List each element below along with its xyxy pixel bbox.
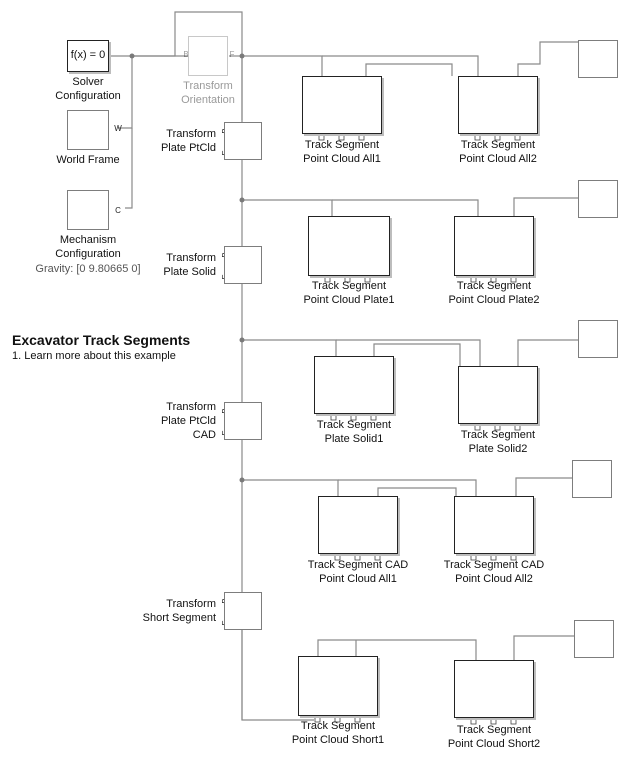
frame-scope-block[interactable] [572,460,612,498]
port-square [490,276,497,283]
learn-more-link[interactable]: 1. Learn more about this example [12,350,176,362]
port-square [364,276,371,283]
mechanism-configuration-block[interactable] [67,190,109,230]
world-frame-label: World Frame [56,154,120,166]
port-label: B [183,50,188,59]
frame-scope-block[interactable] [578,180,618,218]
gravity-label: Gravity: [0 9.80665 0] [35,263,141,275]
world-frame-block[interactable] [67,110,109,150]
port-square [370,414,377,421]
port-square [344,276,351,283]
port-square [358,134,365,141]
port-square [474,424,481,431]
transform-plate-ptcld-block[interactable] [224,122,262,160]
port-square [490,718,497,725]
port-square [514,424,521,431]
port-square [324,276,331,283]
solver-configuration-block[interactable]: f(x) = 0 [67,40,109,72]
track-segment-block[interactable] [454,216,534,276]
transform-plate-solid-block[interactable] [224,246,262,284]
port-square [374,554,381,561]
frame-scope-block[interactable] [574,620,614,658]
port-square [470,718,477,725]
track-segment-block[interactable] [308,216,390,276]
track-segment-block[interactable] [302,76,382,134]
port-square [514,134,521,141]
port-square [490,554,497,561]
transform-orientation-block[interactable] [188,36,228,76]
port-square [354,554,361,561]
port-square [470,276,477,283]
transform-plate-ptcld-cad-block[interactable] [224,402,262,440]
port-label: W [114,124,122,133]
junction-dots [129,53,245,483]
port-label: F [230,50,235,59]
port-square [334,554,341,561]
port-square [474,134,481,141]
port-square [334,716,341,723]
port-square [330,414,337,421]
track-segment-block[interactable] [454,660,534,718]
port-square [318,134,325,141]
track-segment-block[interactable] [458,366,538,424]
transform-short-segment-block[interactable] [224,592,262,630]
track-segment-block[interactable] [314,356,394,414]
frame-scope-block[interactable] [578,40,618,78]
port-square [354,716,361,723]
solver-equation: f(x) = 0 [70,49,106,61]
port-square [510,554,517,561]
port-square [470,554,477,561]
track-segment-block[interactable] [298,656,378,716]
port-square [338,134,345,141]
port-square [350,414,357,421]
port-square [494,424,501,431]
track-segment-block[interactable] [454,496,534,554]
frame-scope-block[interactable] [578,320,618,358]
diagram-title: Excavator Track Segments [12,332,191,348]
port-square [510,718,517,725]
port-square [314,716,321,723]
track-segment-block[interactable] [458,76,538,134]
port-label: C [115,206,121,215]
port-square [494,134,501,141]
track-segment-block[interactable] [318,496,398,554]
port-square [510,276,517,283]
